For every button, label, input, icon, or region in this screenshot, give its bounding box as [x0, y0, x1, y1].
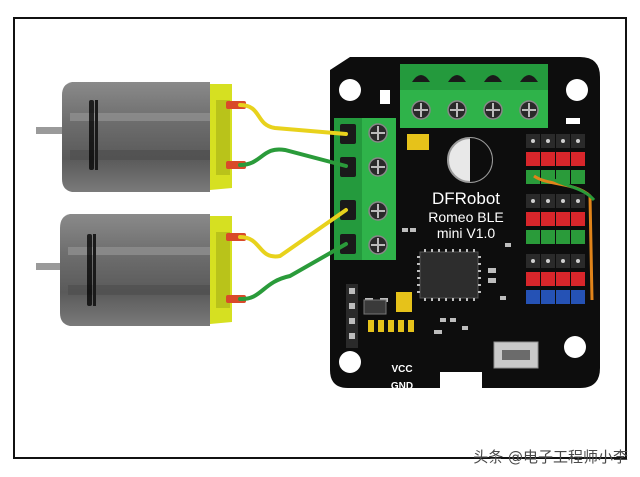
yellow-capacitor: [396, 292, 412, 312]
yellow-module: [407, 134, 429, 150]
watermark: 头条 @电子工程师小李: [473, 448, 628, 466]
regulator-chip: [363, 299, 387, 315]
microcontroller-chip: [417, 249, 481, 301]
pad-strip: [368, 320, 414, 332]
mounting-hole: [566, 79, 588, 101]
io-header-bottom: [526, 254, 585, 304]
usb-port: [493, 341, 539, 369]
mounting-hole: [339, 351, 361, 373]
motor-can: [62, 82, 210, 192]
vcc-label: VCC: [391, 364, 412, 375]
servo-terminal-block: [400, 64, 548, 128]
motor-shaft: [36, 127, 64, 134]
brand-label: DFRobot: [432, 189, 500, 208]
version-label: mini V1.0: [437, 225, 496, 241]
wire-motor1-green: [238, 147, 348, 168]
dc-motor-1: [36, 82, 246, 192]
model-label: Romeo BLE: [428, 209, 503, 225]
mounting-hole: [564, 336, 586, 358]
wire-motor2-green: [238, 242, 348, 302]
romeo-ble-mini-board: DFRobot Romeo BLE mini V1.0 VCC GND: [330, 57, 600, 392]
wire-motor2-yellow: [238, 208, 348, 259]
left-pin-header: [346, 284, 358, 348]
switch: [566, 118, 580, 124]
motor-can: [60, 214, 210, 326]
wire-motor1-yellow: [238, 103, 348, 136]
mounting-hole: [339, 79, 361, 101]
motor-wires: [238, 103, 348, 302]
motor-terminal-block: [334, 118, 396, 260]
reset-button: [380, 90, 390, 104]
diagram-frame: [13, 17, 627, 459]
motor-shaft: [36, 263, 64, 270]
dc-motor-2: [36, 214, 246, 326]
gnd-label: GND: [391, 381, 413, 392]
green-jumper-wire: [547, 174, 596, 202]
